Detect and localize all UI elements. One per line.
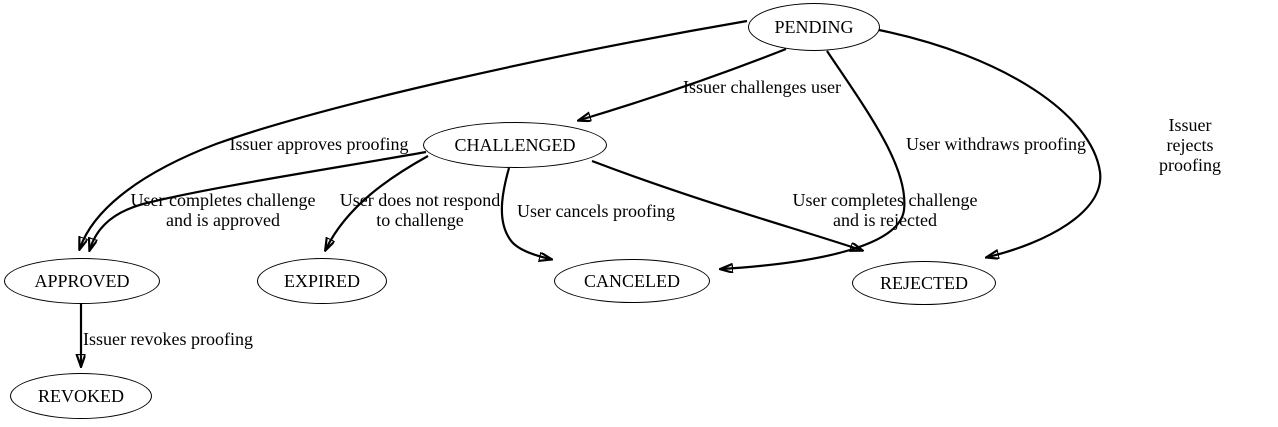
node-canceled-label: CANCELED — [584, 270, 680, 291]
edge-label-issuer-approves-proofing: Issuer approves proofing — [229, 134, 409, 154]
edge-pending-challenged — [580, 47, 787, 120]
node-rejected: REJECTED — [852, 261, 996, 305]
edge-challenged-canceled — [500, 167, 550, 259]
edge-challenged-rejected — [591, 159, 861, 250]
edge-label-user-withdraws-proofing: User withdraws proofing — [906, 134, 1086, 154]
node-expired-label: EXPIRED — [284, 270, 360, 291]
node-challenged: CHALLENGED — [423, 122, 607, 168]
node-approved: APPROVED — [4, 258, 160, 304]
edge-challenged-approved — [90, 150, 427, 249]
node-revoked: REVOKED — [10, 373, 152, 419]
node-rejected-label: REJECTED — [880, 272, 968, 293]
edge-pending-canceled — [722, 50, 906, 269]
edge-label-issuer-challenges-user: Issuer challenges user — [683, 77, 841, 97]
node-canceled: CANCELED — [554, 259, 710, 303]
node-challenged-label: CHALLENGED — [454, 134, 576, 155]
edge-pending-approved — [80, 19, 748, 248]
node-pending: PENDING — [748, 3, 880, 51]
node-pending-label: PENDING — [774, 16, 854, 37]
node-approved-label: APPROVED — [34, 270, 130, 291]
edge-label-user-completes-challenge-approved: User completes challenge and is approved — [130, 190, 316, 230]
edge-challenged-expired — [326, 155, 429, 249]
node-expired: EXPIRED — [257, 258, 387, 304]
edge-label-user-does-not-respond: User does not respond to challenge — [339, 190, 501, 230]
edge-label-issuer-rejects-proofing: Issuer rejects proofing — [1159, 115, 1221, 175]
edge-pending-rejected — [878, 28, 1102, 257]
edge-label-user-cancels-proofing: User cancels proofing — [517, 201, 675, 221]
edge-label-user-completes-challenge-rejected: User completes challenge and is rejected — [792, 190, 978, 230]
node-revoked-label: REVOKED — [38, 385, 124, 406]
edge-label-issuer-revokes-proofing: Issuer revokes proofing — [83, 329, 253, 349]
